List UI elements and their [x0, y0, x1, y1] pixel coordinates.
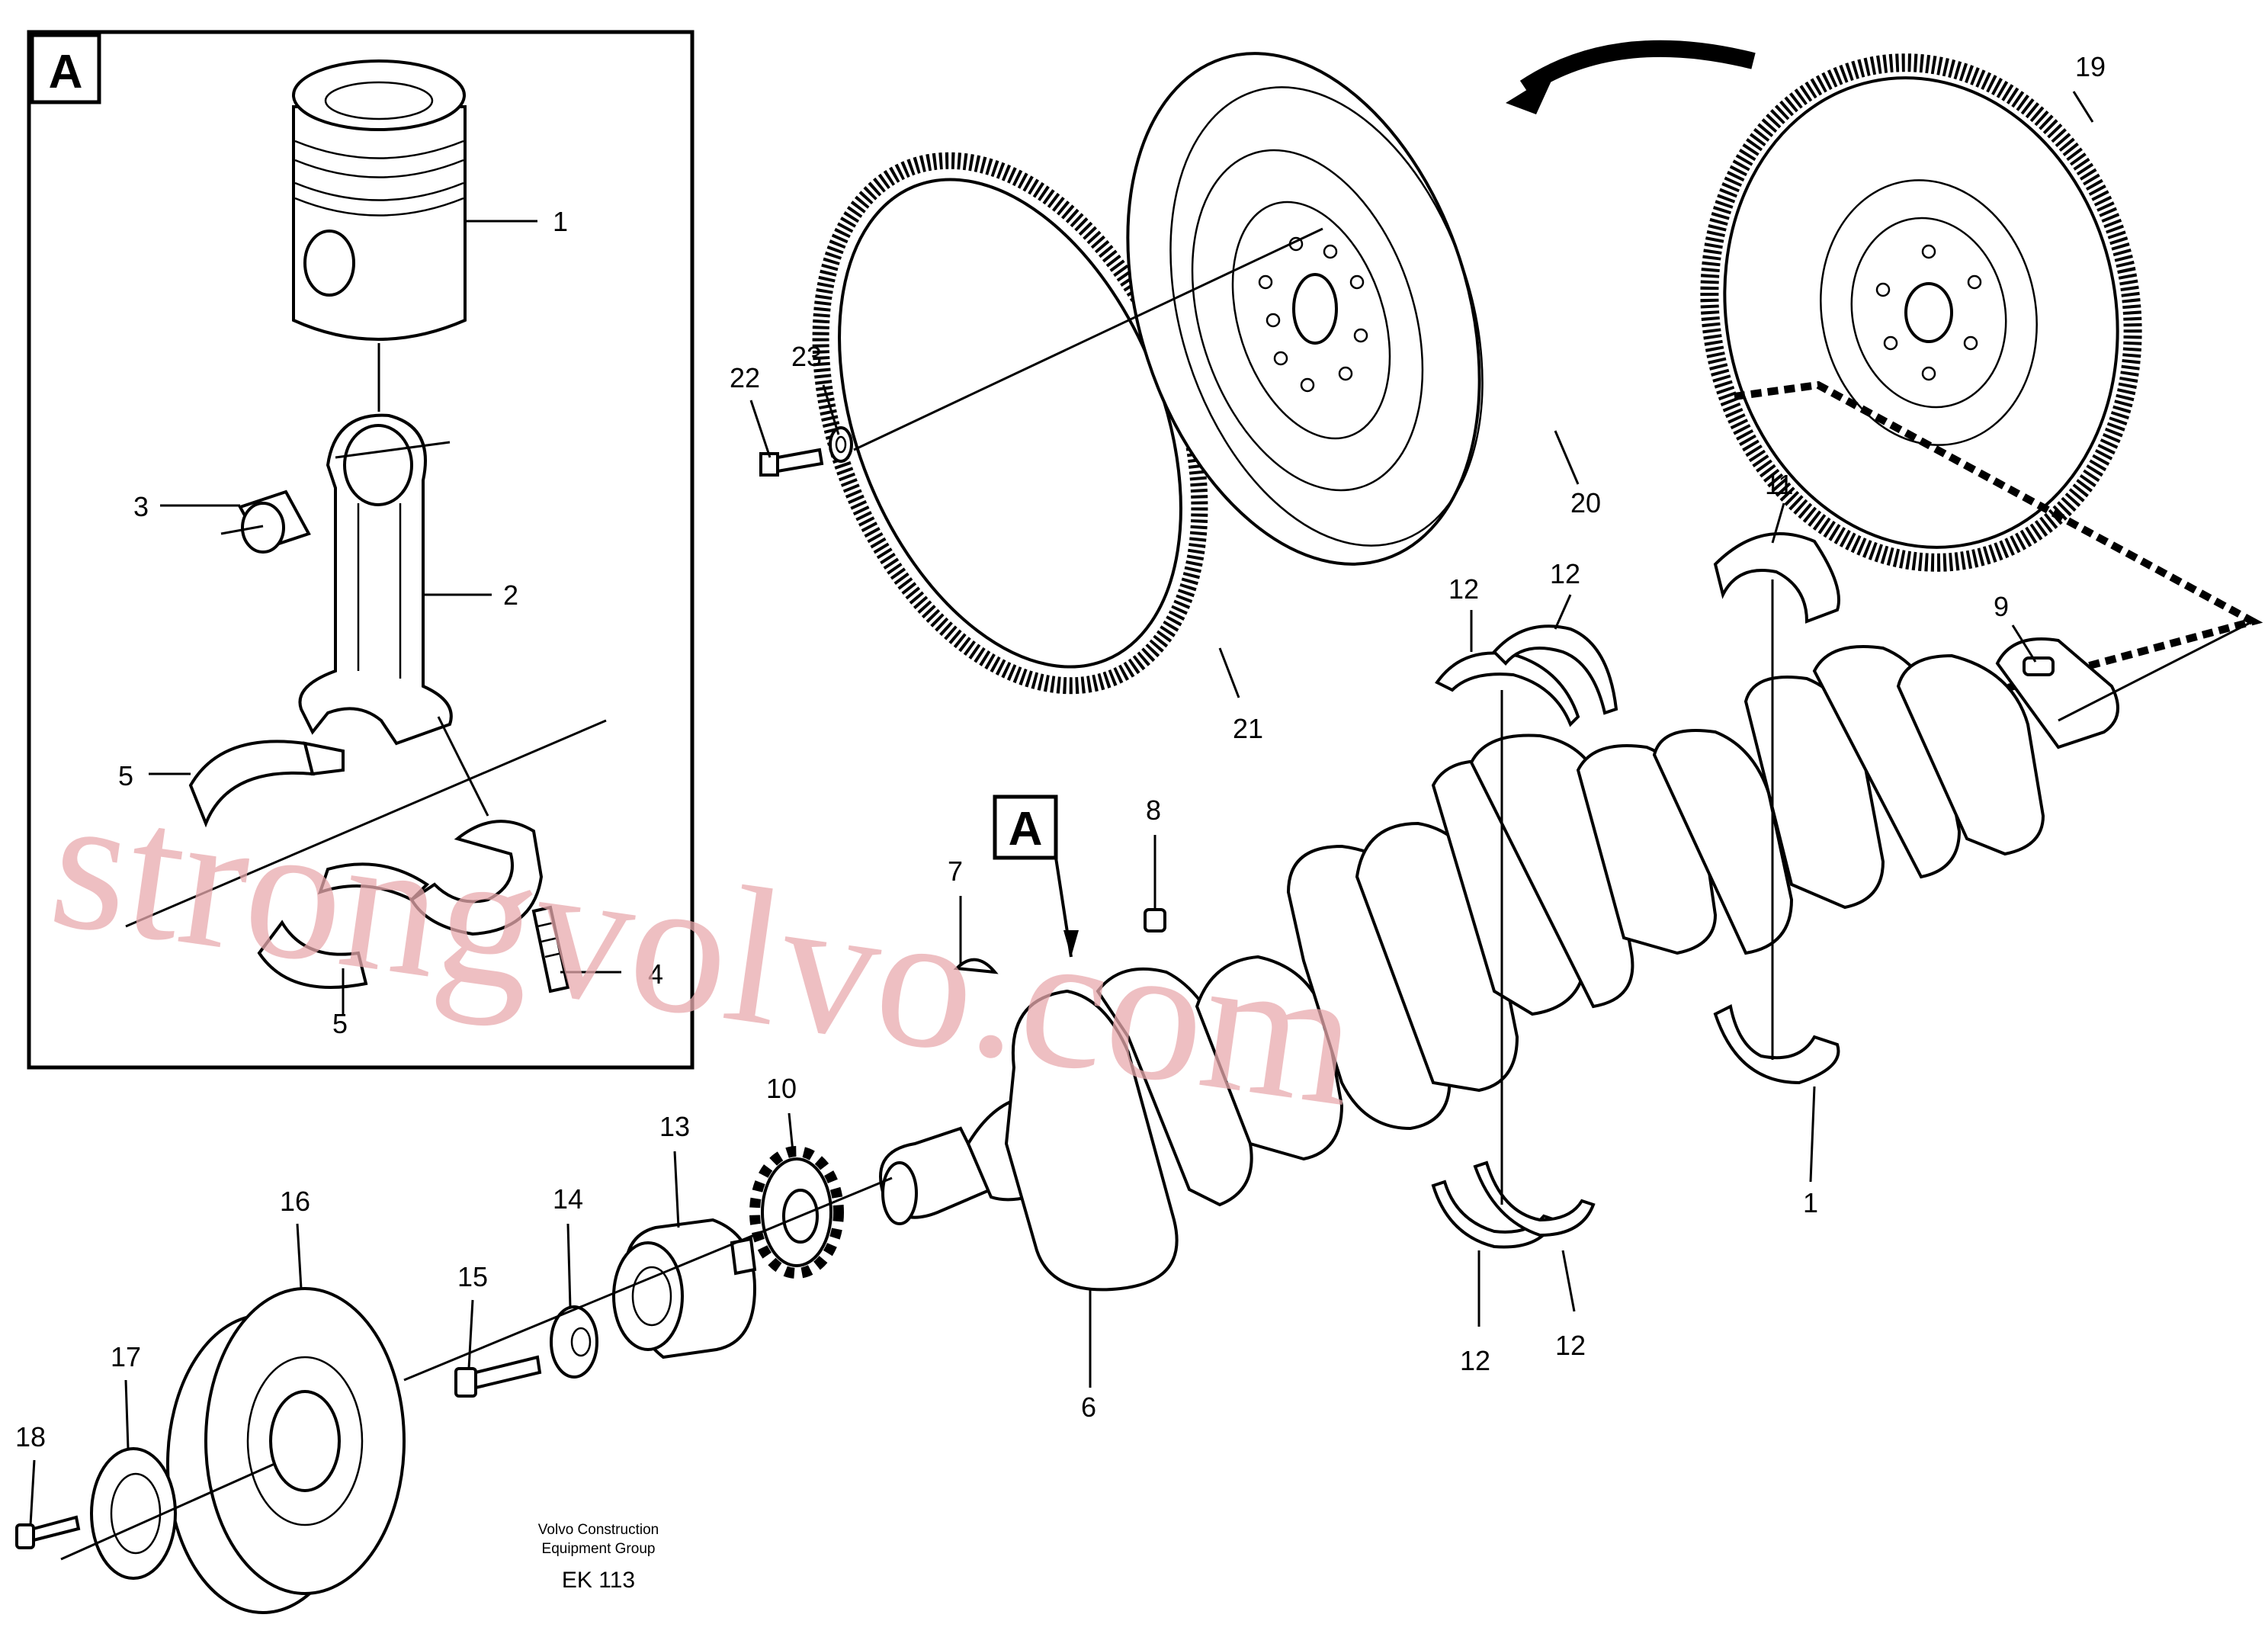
label-15-screw: 15 — [457, 1261, 488, 1292]
label-12-thrust-washer: 12 — [1448, 573, 1479, 605]
label-12-thrust-washer: 12 — [1550, 558, 1580, 589]
crankshaft-gear — [749, 1146, 844, 1279]
detail-marker-a: A — [993, 794, 1079, 958]
vibration-damper — [166, 1287, 406, 1614]
part-labels: 1 2 3 4 5 5 6 7 8 9 10 11 12 12 12 12 1 … — [15, 51, 2106, 1452]
damper-plate — [90, 1447, 177, 1580]
label-16-damper: 16 — [280, 1186, 310, 1217]
label-5-upper-shell: 5 — [118, 760, 133, 791]
label-2-connecting-rod: 2 — [503, 579, 518, 611]
leader-lines — [29, 91, 2094, 1526]
label-6-crankshaft: 6 — [1081, 1391, 1096, 1423]
label-12-thrust-washer: 12 — [1555, 1330, 1586, 1361]
bushing — [220, 489, 311, 554]
label-14-washer: 14 — [553, 1183, 583, 1215]
detail-box-a: A — [27, 30, 695, 1070]
main-bearing-lower — [1713, 1004, 1840, 1085]
label-5-lower-shell: 5 — [332, 1008, 348, 1039]
watermark: strongvolvo.com — [40, 752, 1369, 1148]
label-12-thrust-washer: 12 — [1460, 1345, 1490, 1376]
label-10-gear: 10 — [766, 1073, 797, 1104]
flywheel-rear — [1700, 53, 2142, 572]
hub-screw — [454, 1355, 542, 1398]
label-23-washer: 23 — [791, 341, 822, 372]
flywheel-screw — [759, 448, 824, 477]
footer-code: EK 113 — [562, 1568, 635, 1593]
footer: Volvo Construction Equipment Group EK 11… — [538, 1522, 659, 1593]
curved-arrow — [1506, 40, 1756, 114]
label-21-ring-gear: 21 — [1233, 713, 1263, 744]
label-11-bearing: 11 — [1765, 469, 1793, 500]
footer-company-line2: Equipment Group — [542, 1541, 656, 1557]
label-7-key: 7 — [948, 855, 963, 887]
flywheel-front — [1126, 52, 1484, 566]
detail-marker-letter: A — [1009, 803, 1043, 855]
watermark-text: strongvolvo.com — [40, 752, 1369, 1148]
hub-washer — [550, 1305, 598, 1379]
connecting-rod — [298, 413, 453, 746]
thrust-washers-upper — [1435, 624, 1618, 727]
hub — [612, 1218, 757, 1359]
pin — [2023, 656, 2055, 676]
damper-screw — [15, 1515, 81, 1549]
label-17-plate: 17 — [111, 1341, 141, 1372]
bearing-shell-lower — [257, 862, 430, 989]
footer-company-line1: Volvo Construction — [538, 1522, 659, 1538]
label-9-pin: 9 — [1994, 591, 2009, 622]
label-8-plug: 8 — [1146, 794, 1161, 826]
flywheel-washer — [829, 426, 853, 463]
label-1-piston: 1 — [553, 206, 568, 237]
label-18-screw: 18 — [15, 1421, 46, 1452]
label-20-flywheel: 20 — [1570, 487, 1601, 518]
bearing-cap — [409, 820, 544, 936]
label-4-screw: 4 — [648, 958, 663, 990]
woodruff-key — [953, 958, 999, 974]
label-19-flywheel: 19 — [2075, 51, 2106, 82]
label-22-screw: 22 — [730, 362, 760, 393]
label-3-bushing: 3 — [133, 491, 149, 522]
label-13-hub: 13 — [659, 1111, 690, 1142]
detail-box-letter: A — [49, 46, 83, 98]
cap-screw — [531, 905, 570, 993]
label-1-main-bearing: 1 — [1803, 1187, 1818, 1218]
thrust-washers-lower — [1431, 1160, 1596, 1249]
main-bearing-upper — [1713, 532, 1840, 624]
bearing-shell-upper — [188, 740, 345, 828]
piston — [292, 59, 467, 341]
